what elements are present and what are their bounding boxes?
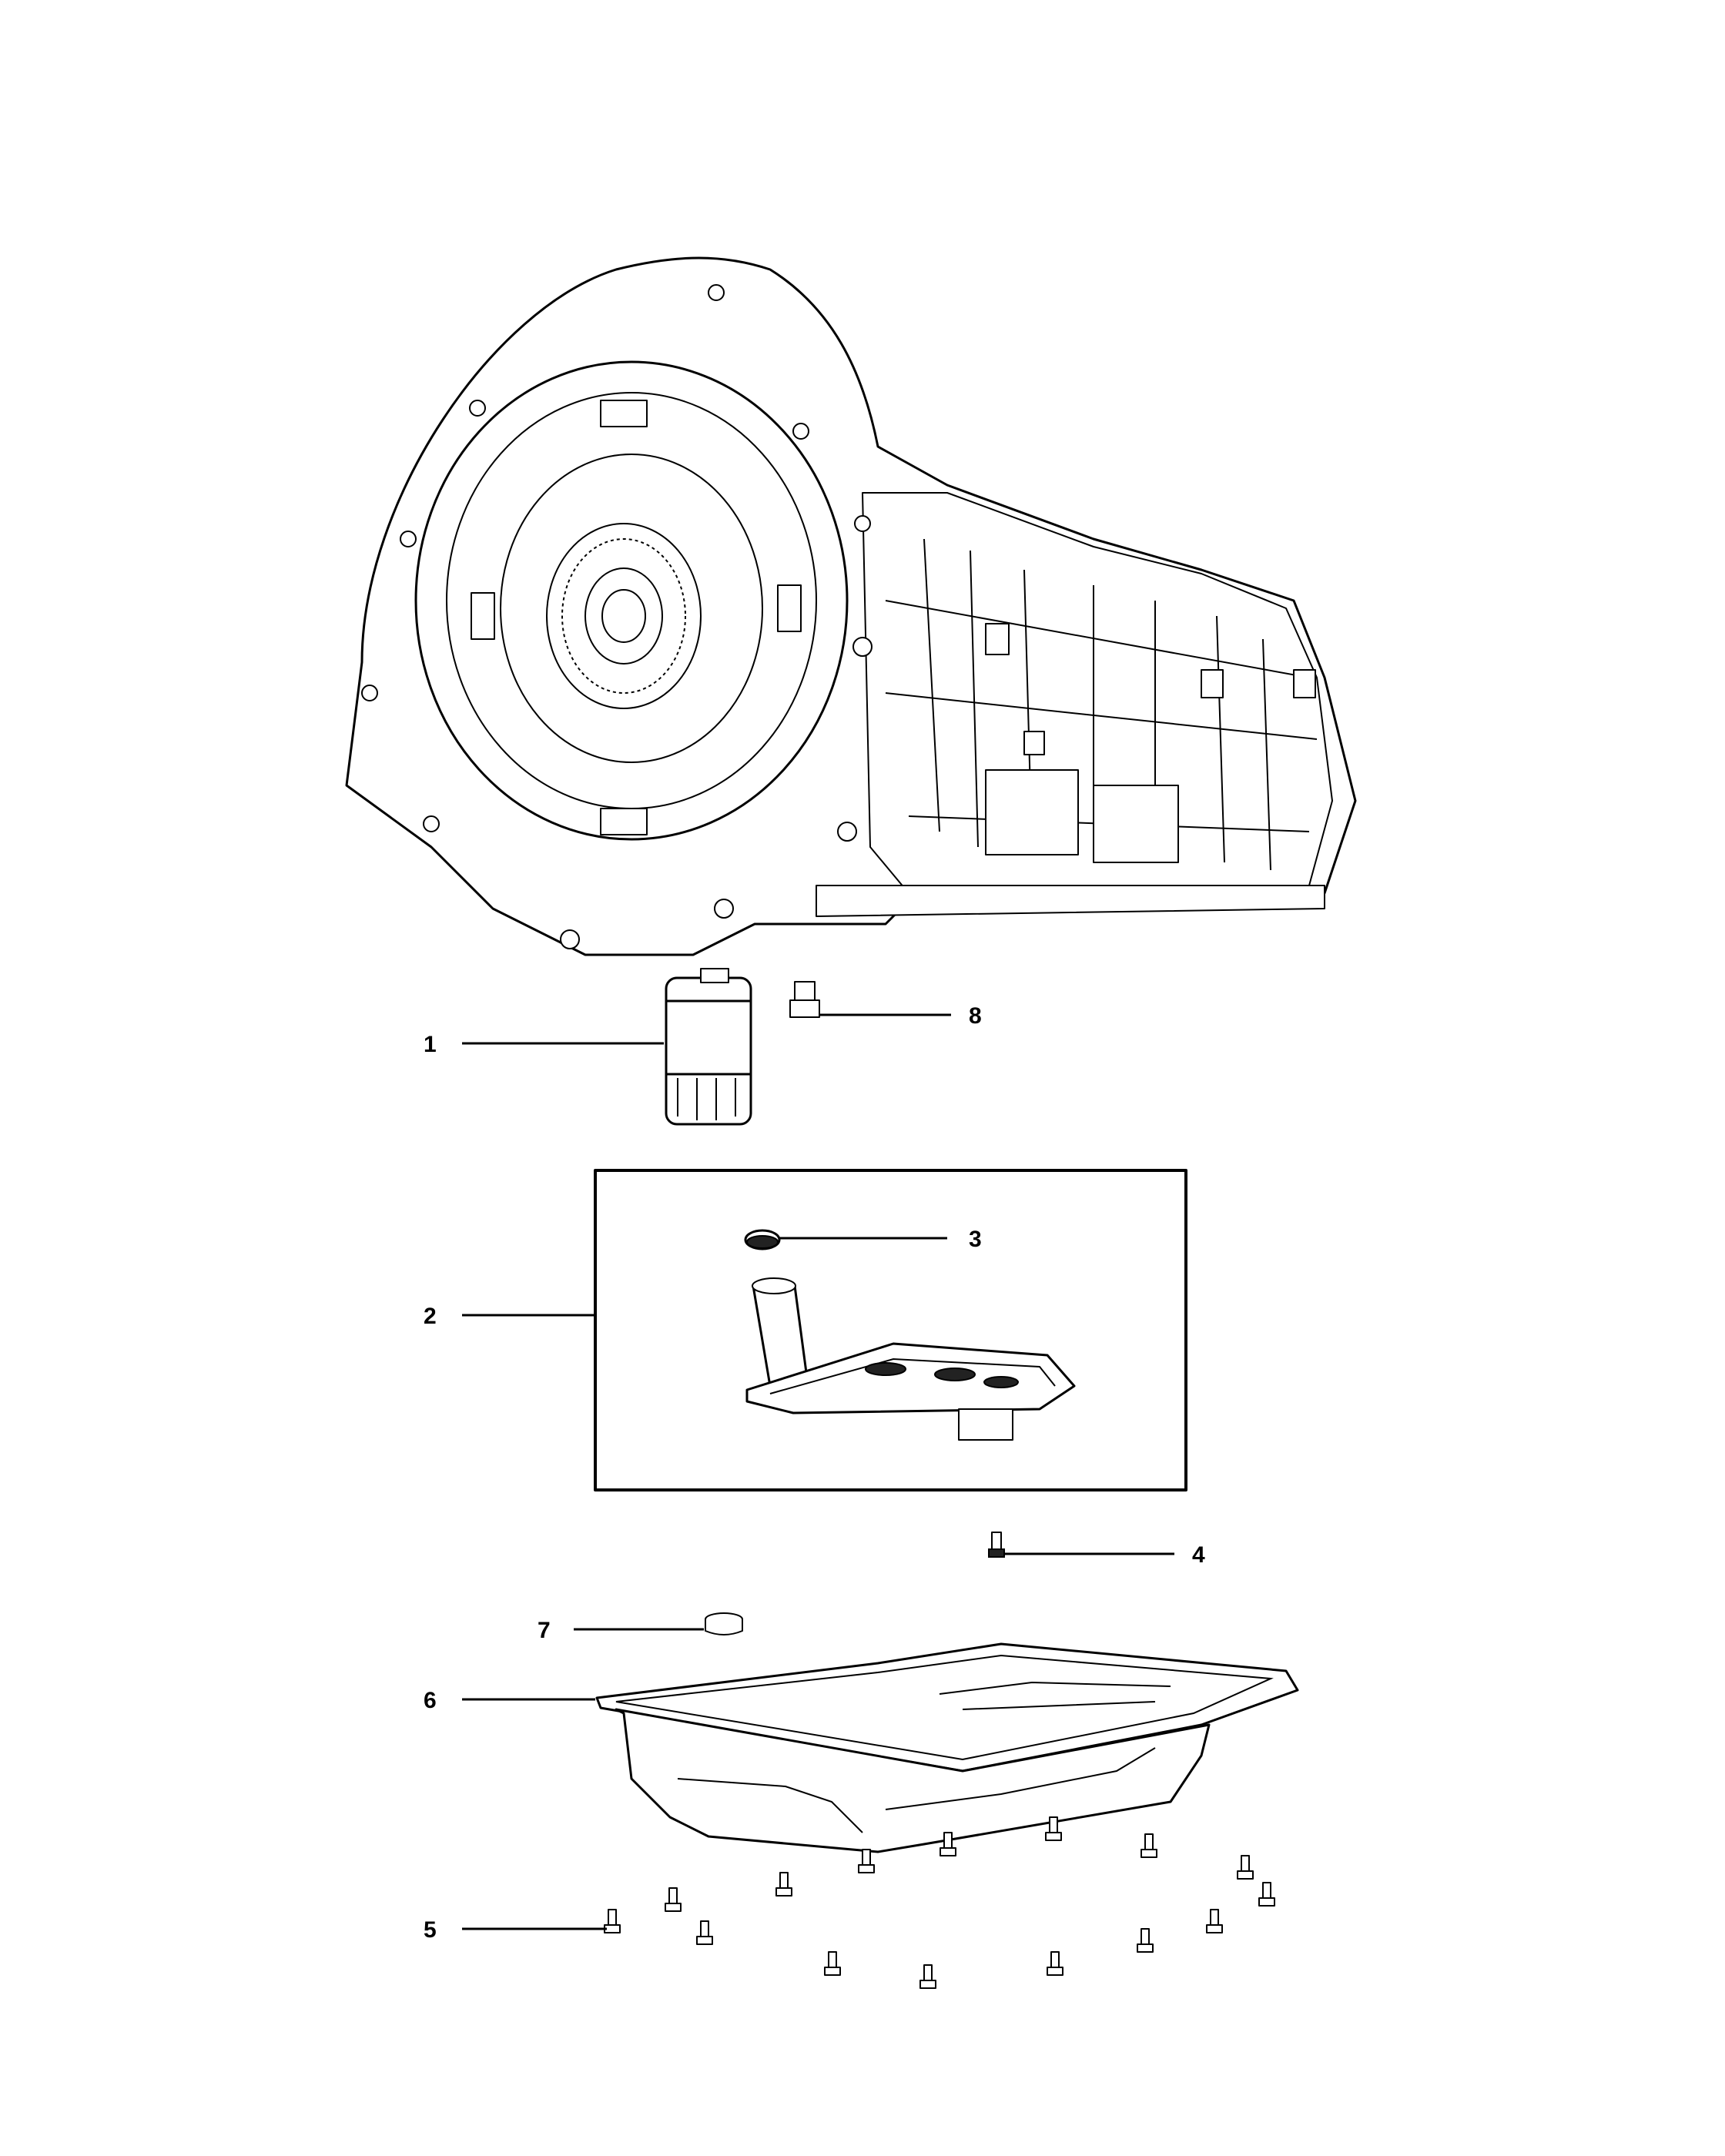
part-7-magnet	[705, 1612, 743, 1635]
callout-4: 4	[1192, 1542, 1205, 1568]
part-3-seal	[744, 1229, 781, 1250]
part-2-transmission-filter	[745, 1277, 1076, 1441]
callout-6: 6	[424, 1688, 437, 1713]
part-4-bolt	[988, 1532, 1005, 1558]
part-1-oil-filter	[665, 968, 752, 1126]
part-6-oil-pan	[595, 1642, 1299, 1853]
part-8-plug	[789, 981, 820, 1018]
transmission-assembly	[345, 256, 1357, 956]
part-5-pan-bolts	[604, 1816, 1275, 1989]
part-2-filter-kit-box	[594, 1169, 1187, 1491]
callout-5: 5	[424, 1917, 437, 1943]
callout-1: 1	[424, 1032, 437, 1057]
callout-8: 8	[969, 1003, 982, 1029]
callout-2: 2	[424, 1304, 437, 1329]
callout-7: 7	[538, 1618, 551, 1643]
callout-3: 3	[969, 1227, 982, 1252]
